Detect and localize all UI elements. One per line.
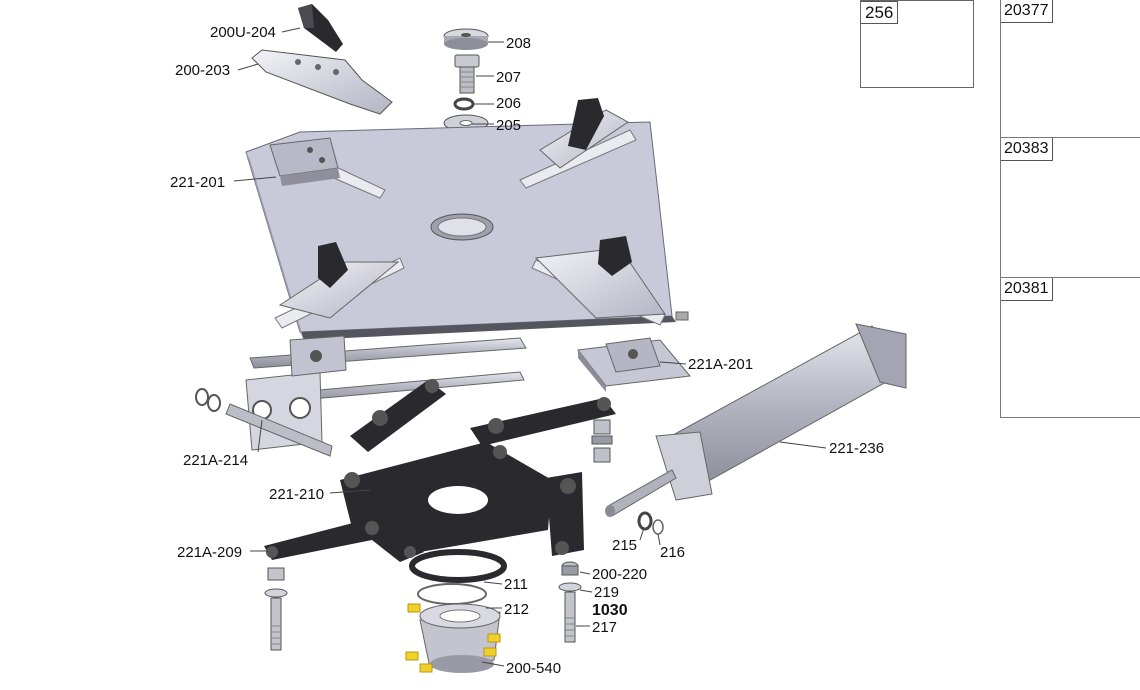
- label-216: 216: [660, 544, 686, 561]
- label-221a-214: 221A-214: [183, 452, 249, 469]
- side-panel-number: 20381: [1001, 278, 1053, 301]
- label-207: 207: [496, 69, 522, 86]
- nut-stack-right: [591, 419, 613, 463]
- link-arms: [350, 379, 616, 452]
- base-plate-221-210: [340, 442, 584, 556]
- washer-219: [558, 582, 582, 592]
- leader-lines: [233, 27, 827, 667]
- link-arm-221a-209: [264, 516, 424, 562]
- label-219: 219: [594, 584, 620, 601]
- bolt-207: [454, 54, 480, 94]
- ring-211: [409, 549, 507, 583]
- label-205: 205: [496, 117, 522, 134]
- label-200-220: 200-220: [592, 566, 648, 583]
- turntable-plate-221-201: [245, 98, 689, 340]
- label-200u-204: 200U-204: [210, 24, 276, 41]
- label-221-236: 221-236: [829, 440, 885, 457]
- frame-221a-214: [195, 335, 527, 457]
- nut-200-220: [561, 561, 579, 576]
- side-panel-3: 20381: [1000, 278, 1140, 418]
- label-211: 211: [504, 576, 528, 593]
- label-217: 217: [592, 619, 618, 636]
- air-cylinder-221-236: [605, 323, 907, 535]
- side-panel-1: 20377: [1000, 0, 1140, 138]
- jaw-insert-200u-204: [298, 4, 343, 52]
- bolt-stack-left: [264, 567, 288, 651]
- label-221a-201: 221A-201: [688, 356, 754, 373]
- side-panel-2: 20383: [1000, 138, 1140, 278]
- washer-206: [453, 97, 475, 111]
- slide-block-221a-201: [577, 337, 691, 392]
- label-221-210: 221-210: [269, 486, 325, 503]
- label-221-201: 221-201: [170, 174, 226, 191]
- inset-box-256: 256: [860, 0, 974, 88]
- label-206: 206: [496, 95, 522, 112]
- label-208: 208: [506, 35, 532, 52]
- inset-number: 256: [861, 1, 899, 24]
- label-200-203: 200-203: [175, 62, 231, 79]
- label-215: 215: [612, 537, 638, 554]
- label-200-540: 200-540: [506, 660, 562, 677]
- label-212: 212: [504, 601, 530, 618]
- jaw-slide-200-203: [251, 49, 393, 115]
- label-221a-209: 221A-209: [177, 544, 243, 561]
- label-1030: 1030: [592, 602, 628, 619]
- bolt-217: [564, 591, 576, 643]
- cap-208: [443, 28, 489, 50]
- ring-212: [417, 583, 487, 605]
- side-panel-number: 20383: [1001, 138, 1053, 161]
- rotary-distributor-200-540: [405, 603, 501, 673]
- side-panel-number: 20377: [1001, 0, 1053, 23]
